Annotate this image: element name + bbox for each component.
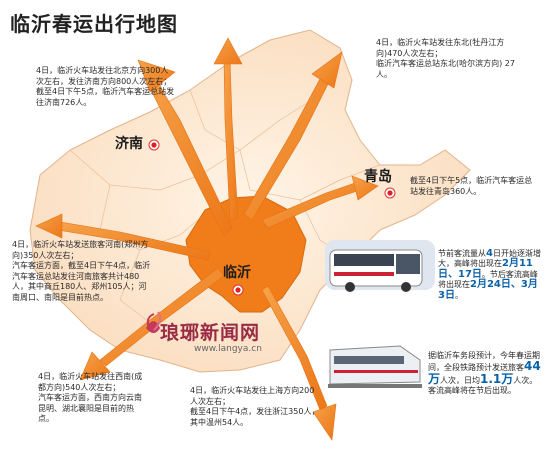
city-jinan: 济南 — [115, 136, 143, 152]
city-qingdao: 青岛 — [364, 169, 392, 185]
note-qingdao: 截至4日下午5点，临沂汽车客运总站发往青岛360人。 — [410, 176, 533, 196]
site-logo — [146, 311, 162, 333]
site-url: www.langya.cn — [194, 344, 262, 354]
bus-icon — [325, 240, 435, 292]
travel-arrows — [35, 37, 379, 441]
train-icon — [328, 345, 422, 388]
note-southwest: 4日，临沂火车站发往西南(成都方向)540人次左右； 汽车客运方面，西南方向云南… — [38, 372, 143, 423]
city-dots — [148, 139, 396, 296]
note-bus: 节前客流量从4日开始逐渐增大，高峰将出现在2月11日、17日。节后客流高峰将出现… — [438, 247, 541, 301]
note-northeast: 4日，临沂火车站发往东北(牡丹江方向)470人次左右； 临沂汽车客运总站东北(哈… — [376, 38, 515, 79]
note-west: 4日，临沂火车站发送旅客河南(郑州方向)350人次左右； 汽车客运方面，截至4日… — [12, 240, 151, 302]
page-title: 临沂春运出行地图 — [10, 12, 178, 36]
note-south: 4日，临沂火车站发往上海方向200人次左右； 截至4日下午4点，发往浙江350人… — [190, 386, 320, 427]
note-northwest: 4日，临沂火车站发往北京方向300人次左右，发往济南方向800人次左右； 截至4… — [36, 66, 175, 107]
site-name: 琅琊新闻网 — [160, 322, 261, 344]
note-train: 据临沂车务段预计，今年春运期间，全段铁路预计发送旅客44万人次，日均1.1万人次… — [428, 350, 541, 396]
city-linyi: 临沂 — [223, 265, 251, 281]
